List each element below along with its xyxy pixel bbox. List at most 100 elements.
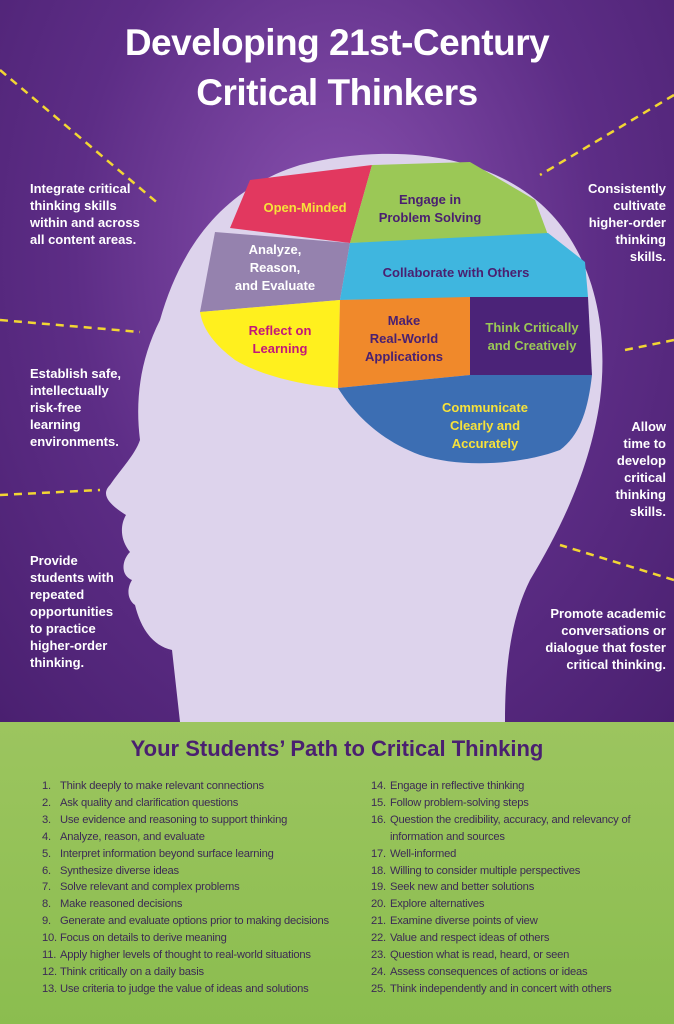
item-text: Explore alternatives bbox=[390, 898, 485, 911]
region-analyze bbox=[200, 232, 350, 312]
path-list-col1: 1. Think deeply to make relevant connecti… bbox=[42, 778, 342, 998]
path-list-col2: 14. Engage in reflective thinking 15. Follo… bbox=[371, 778, 661, 998]
item-number: 10. bbox=[42, 932, 57, 945]
list-item: 22. Value and respect ideas of others bbox=[371, 930, 661, 947]
item-text: Generate and evaluate options prior to m… bbox=[60, 915, 329, 928]
list-item: 4. Analyze, reason, and evaluate bbox=[42, 829, 342, 846]
left-note-1: Integrate critical thinking skills withi… bbox=[30, 181, 140, 247]
region-collaborate bbox=[340, 233, 588, 300]
item-number: 23. bbox=[371, 949, 386, 962]
list-item: 2. Ask quality and clarification question… bbox=[42, 795, 342, 812]
item-number: 19. bbox=[371, 881, 386, 894]
region-think bbox=[470, 297, 592, 375]
list-item: 8. Make reasoned decisions bbox=[42, 896, 342, 913]
list-item: 20. Explore alternatives bbox=[371, 896, 661, 913]
item-number: 21. bbox=[371, 915, 386, 928]
item-text: Synthesize diverse ideas bbox=[60, 864, 179, 877]
list-item: 25. Think independently and in concert wi… bbox=[371, 981, 661, 998]
right-note-3: Promote academic conversations or dialog… bbox=[545, 606, 666, 672]
item-number: 11. bbox=[42, 949, 57, 962]
label-collaborate: Collaborate with Others bbox=[383, 265, 530, 280]
item-text: Make reasoned decisions bbox=[60, 898, 183, 911]
list-item: 18. Willing to consider multiple perspect… bbox=[371, 863, 661, 880]
item-text: Solve relevant and complex problems bbox=[60, 881, 240, 894]
item-text: Think critically on a daily basis bbox=[60, 965, 204, 978]
list-item: 11.Apply higher levels of thought to rea… bbox=[42, 947, 342, 964]
item-number: 3. bbox=[42, 813, 51, 826]
list-item: 21. Examine diverse points of view bbox=[371, 913, 661, 930]
region-make bbox=[338, 297, 470, 388]
item-number: 25. bbox=[371, 982, 386, 995]
item-number: 7. bbox=[42, 881, 51, 894]
label-open-minded: Open-Minded bbox=[263, 200, 346, 215]
item-number: 17. bbox=[371, 847, 386, 860]
item-text: Use evidence and reasoning to support th… bbox=[60, 813, 288, 826]
list-item: 13.Use criteria to judge the value of id… bbox=[42, 981, 342, 998]
item-number: 8. bbox=[42, 898, 51, 911]
item-text: Seek new and better solutions bbox=[390, 881, 535, 894]
item-text: Willing to consider multiple perspective… bbox=[390, 864, 581, 877]
list-item: 15. Follow problem-solving steps bbox=[371, 795, 661, 812]
item-number: 15. bbox=[371, 796, 386, 809]
item-text: Value and respect ideas of others bbox=[390, 932, 550, 945]
list-item: 1. Think deeply to make relevant connecti… bbox=[42, 778, 342, 795]
item-number: 22. bbox=[371, 932, 386, 945]
item-number: 12. bbox=[42, 965, 57, 978]
region-engage bbox=[350, 162, 548, 243]
item-text: Question what is read, heard, or seen bbox=[390, 949, 570, 962]
item-number: 2. bbox=[42, 796, 51, 809]
item-text: Think deeply to make relevant connection… bbox=[60, 780, 264, 792]
item-text: Analyze, reason, and evaluate bbox=[60, 830, 205, 843]
list-item: 3. Use evidence and reasoning to support … bbox=[42, 812, 342, 829]
item-text: Well-informed bbox=[390, 847, 457, 860]
item-text: Think independently and in concert with … bbox=[390, 982, 612, 995]
list-item: 14. Engage in reflective thinking bbox=[371, 778, 661, 795]
item-number: 1. bbox=[42, 780, 51, 792]
list-item: 7. Solve relevant and complex problems bbox=[42, 879, 342, 896]
path-title: Your Students’ Path to Critical Thinking bbox=[130, 736, 544, 761]
label-analyze: Analyze,Reason,and Evaluate bbox=[235, 242, 315, 293]
item-number: 20. bbox=[371, 898, 386, 911]
list-item: 9. Generate and evaluate options prior to… bbox=[42, 913, 342, 930]
item-text: Ask quality and clarification questions bbox=[60, 796, 239, 809]
item-text: Assess consequences of actions or ideas bbox=[390, 965, 588, 978]
list-item: 24. Assess consequences of actions or ide… bbox=[371, 964, 661, 981]
item-text: Apply higher levels of thought to real-w… bbox=[60, 949, 311, 962]
list-item: 17. Well-informed bbox=[371, 846, 661, 863]
item-number: 9. bbox=[42, 915, 51, 928]
item-text: Examine diverse points of view bbox=[390, 915, 538, 928]
item-text: Follow problem-solving steps bbox=[390, 796, 529, 809]
item-number: 14. bbox=[371, 780, 386, 792]
item-text: Question the credibility, accuracy, and … bbox=[390, 813, 631, 843]
right-note-2: Allow time to develop critical thinking … bbox=[615, 419, 666, 519]
item-text: Engage in reflective thinking bbox=[390, 780, 525, 792]
region-open-minded bbox=[230, 165, 372, 243]
right-note-1: Consistently cultivate higher-order thin… bbox=[587, 181, 666, 264]
list-item: 5.Interpret information beyond surface l… bbox=[42, 846, 342, 863]
region-reflect bbox=[200, 300, 340, 388]
list-item: 12.Think critically on a daily basis bbox=[42, 964, 342, 981]
item-number: 18. bbox=[371, 864, 386, 877]
item-number: 6. bbox=[42, 864, 51, 877]
list-item: 6. Synthesize diverse ideas bbox=[42, 863, 342, 880]
list-item: 16. Question the credibility, accuracy, a… bbox=[371, 812, 661, 846]
item-text: Use criteria to judge the value of ideas… bbox=[60, 982, 309, 995]
item-number: 4. bbox=[42, 830, 51, 843]
list-item: 19. Seek new and better solutions bbox=[371, 879, 661, 896]
region-communicate bbox=[338, 375, 592, 464]
item-number: 5. bbox=[42, 847, 51, 860]
item-number: 13. bbox=[42, 982, 57, 995]
item-number: 16. bbox=[371, 813, 386, 826]
dashed-connectors bbox=[0, 69, 674, 582]
item-number: 24. bbox=[371, 965, 386, 978]
path-section: Your Students’ Path to Critical Thinking… bbox=[0, 722, 674, 1024]
item-text: Focus on details to derive meaning bbox=[60, 932, 227, 945]
list-item: 23. Question what is read, heard, or seen bbox=[371, 947, 661, 964]
